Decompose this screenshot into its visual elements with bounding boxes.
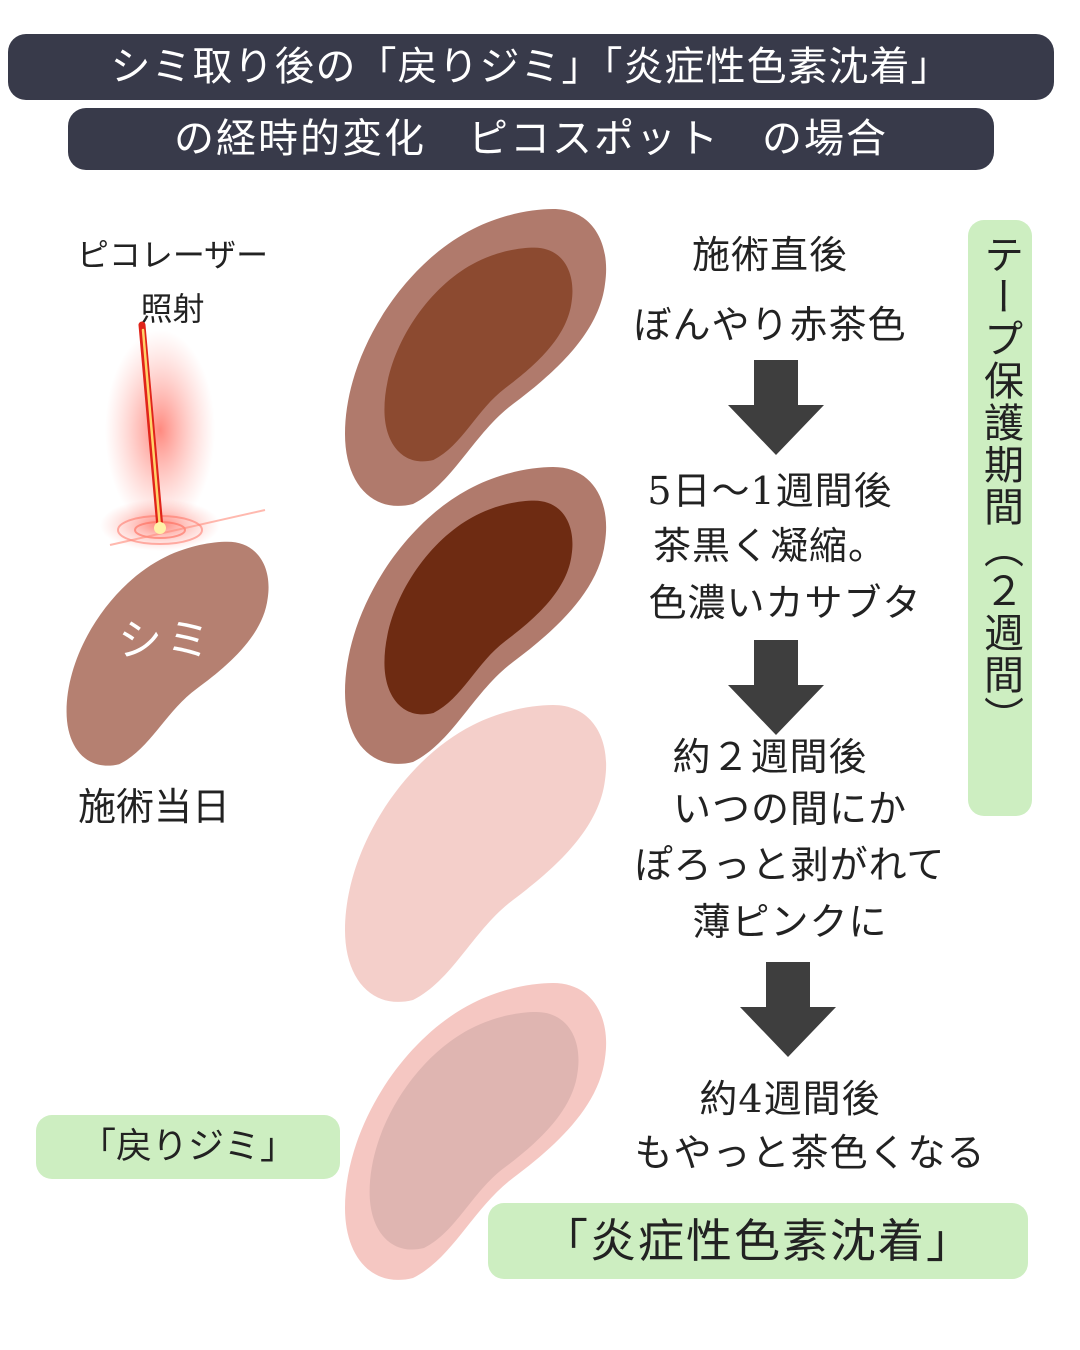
step3-line1: 約２週間後 [672, 735, 868, 779]
step4-line2: もやっと茶色くなる [634, 1131, 986, 1175]
stage3-spot [345, 705, 607, 1002]
modori-jimi-label: 「戻りジミ」 [79, 1126, 296, 1167]
step2-line1: 5日〜1週間後 [647, 469, 893, 513]
step3-line4: 薄ピンクに [692, 900, 888, 944]
step3-line2: いつの間にか [672, 787, 907, 831]
modori-jimi-box: 「戻りジミ」 [36, 1115, 340, 1179]
spot-label: シミ [118, 615, 214, 666]
step2-line3: 色濃いカサブタ [648, 581, 922, 625]
pih-label: 「炎症性色素沈着」 [542, 1214, 974, 1268]
laser-beam-icon [100, 321, 266, 551]
day-label: 施術当日 [78, 785, 231, 829]
down-arrow-icon [740, 962, 836, 1057]
title-line-1: シミ取り後の「戻りジミ」「炎症性色素沈着」 [8, 34, 1054, 100]
step3-line3: ぽろっと剥がれて [634, 843, 946, 887]
tape-period-label: テープ保護期間（２週間） [977, 234, 1023, 738]
title-line-2: の経時的変化 ピコスポット の場合 [68, 108, 994, 170]
pih-box: 「炎症性色素沈着」 [488, 1203, 1028, 1279]
step1-line2: ぼんやり赤茶色 [633, 303, 907, 347]
step4-line1: 約4週間後 [699, 1077, 881, 1121]
down-arrow-icon [728, 640, 824, 735]
down-arrow-icon [728, 360, 824, 455]
laser-label-line2: 照射 [140, 290, 205, 328]
step1-line1: 施術直後 [691, 233, 848, 277]
laser-label-line1: ピコレーザー [76, 236, 269, 274]
step2-line2: 茶黒く凝縮。 [652, 524, 887, 568]
tape-period-box: テープ保護期間（２週間） [968, 220, 1032, 816]
